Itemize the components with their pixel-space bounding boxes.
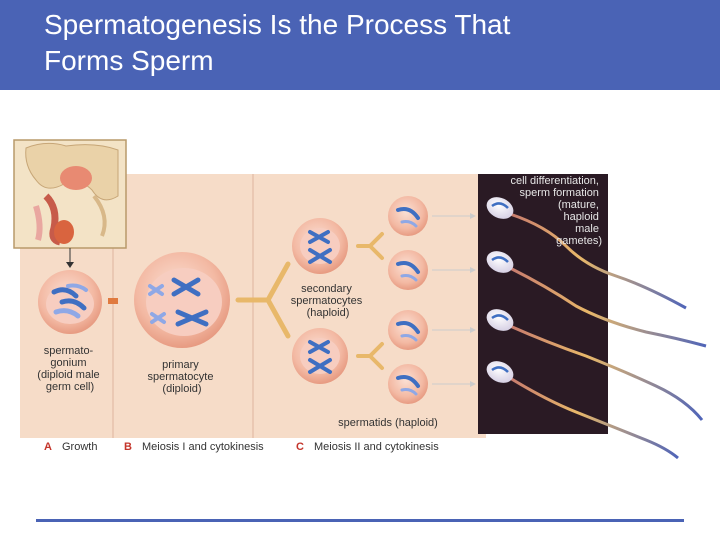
mature-sperm-4 [486,361,679,460]
secondary-spermatocyte-bottom [292,328,348,384]
stage-c-letter: C [296,441,304,453]
differentiation-arrows [432,215,472,385]
primary-spermatocyte-cell [134,252,230,348]
slide-title-line-2: Forms Sperm [44,45,214,76]
growth-arrow [108,298,118,304]
title-bar: Spermatogenesis Is the Process That Form… [0,0,720,90]
differentiation-label: cell differentiation, sperm formation (m… [510,175,602,247]
meiosis-one-split [235,261,291,339]
meiosis-two-split-bottom [356,342,384,370]
spermatid-1 [388,196,428,236]
secondary-spermatocytes-label: secondary spermatocytes (haploid) [291,283,366,319]
primary-spermatocyte-label: primary spermatocyte (diploid) [147,359,216,395]
bottom-rule [36,519,684,522]
differentiation-arrowheads [470,213,476,387]
slide-title: Spermatogenesis Is the Process That Form… [44,7,684,79]
stage-c-label: Meiosis II and cytokinesis [314,441,439,453]
stage-a-letter: A [44,441,52,453]
spermatids-label: spermatids (haploid) [338,417,438,429]
spermatogenesis-figure: spermato- gonium (diploid male germ cell… [6,136,714,462]
meiosis-two-split-top [356,232,384,260]
male-anatomy-inset [13,139,127,249]
stage-a-label: Growth [62,441,97,453]
slide-title-line-1: Spermatogenesis Is the Process That [44,9,511,40]
inset-pointer-head [66,262,74,268]
spermatid-4 [388,364,428,404]
spermatid-3 [388,310,428,350]
stage-b-label: Meiosis I and cytokinesis [142,441,264,453]
stage-legend: A Growth B Meiosis I and cytokinesis C M… [44,441,439,453]
mature-sperm-1 [486,197,687,310]
spermatid-2 [388,250,428,290]
spermatogonium-cell [38,270,102,334]
figure-canvas: spermato- gonium (diploid male germ cell… [6,136,714,462]
secondary-spermatocyte-top [292,218,348,274]
mature-sperm-2 [486,251,707,348]
stage-b-letter: B [124,441,132,453]
spermatogonium-label: spermato- gonium (diploid male germ cell… [37,345,102,393]
mature-sperm-3 [486,309,704,421]
